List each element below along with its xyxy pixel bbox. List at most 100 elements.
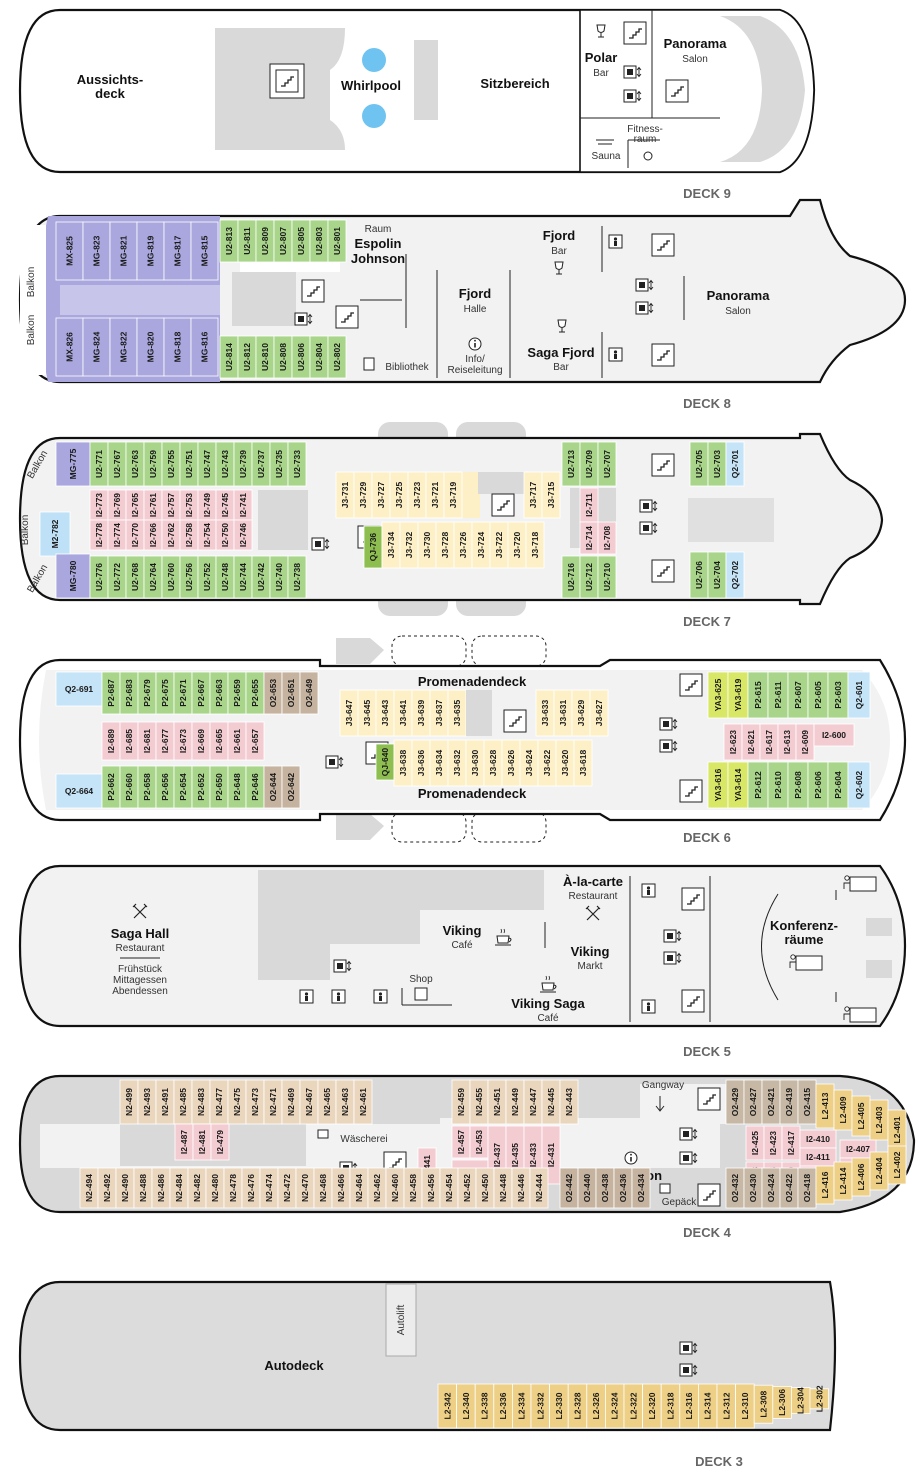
cabin[interactable]: U2-759 [143,441,163,487]
cabin[interactable]: U2-707 [597,441,617,487]
cabin[interactable]: N2-455 [469,1079,489,1125]
cabin[interactable]: L2-308 [753,1384,774,1424]
cabin[interactable]: O2-642 [281,765,301,809]
cabin[interactable]: P2-659 [227,671,247,715]
cabin[interactable]: N2-451 [487,1079,507,1125]
cabin[interactable]: J3-624 [519,739,539,787]
cabin[interactable]: L2-409 [833,1089,853,1131]
cabin[interactable]: P2-655 [245,671,265,715]
cabin[interactable]: P2-612 [747,761,769,809]
cabin[interactable]: O2-429 [725,1079,745,1125]
cabin[interactable]: I2-481 [192,1123,212,1161]
suite[interactable]: MG-819 [136,221,165,281]
cabin[interactable]: J3-727 [371,471,391,519]
cabin[interactable]: N2-494 [79,1167,99,1209]
cabin[interactable]: O2-644 [263,765,283,809]
cabin[interactable]: P2-648 [227,765,247,809]
cabin[interactable]: L2-413 [815,1083,835,1129]
cabin[interactable]: U2-706 [689,551,709,599]
cabin[interactable]: P2-660 [119,765,139,809]
cabin[interactable]: J3-638 [393,739,413,787]
cabin[interactable]: U2-801 [327,219,347,263]
cabin[interactable]: U2-712 [579,555,599,599]
cabin[interactable]: N2-449 [505,1079,525,1125]
cabin[interactable]: I2-410 [799,1129,837,1149]
cabin[interactable]: J3-632 [447,739,467,787]
cabin[interactable]: L2-306 [772,1386,792,1419]
cabin[interactable]: U2-740 [269,555,289,599]
cabin[interactable]: J3-730 [417,521,437,569]
cabin[interactable]: I2-741 [233,489,253,521]
cabin[interactable]: O2-427 [743,1079,763,1125]
cabin[interactable]: YA3-614 [727,761,749,809]
cabin[interactable]: U2-812 [237,335,257,379]
cabin[interactable]: N2-474 [259,1167,279,1209]
cabin[interactable]: N2-472 [277,1167,297,1209]
cabin[interactable]: O2-424 [761,1167,781,1209]
cabin[interactable]: L2-416 [815,1165,835,1205]
suite[interactable]: MG-815 [190,221,219,281]
cabin[interactable]: U2-747 [197,441,217,487]
cabin[interactable]: N2-445 [541,1079,561,1125]
cabin[interactable]: L2-328 [567,1383,588,1429]
cabin[interactable]: U2-802 [327,335,347,379]
cabin[interactable]: Q2-664 [55,773,103,809]
cabin[interactable]: P2-607 [787,671,809,719]
cabin[interactable]: N2-464 [349,1167,369,1209]
cabin[interactable]: O2-438 [595,1167,615,1209]
cabin[interactable]: U2-760 [161,555,181,599]
cabin[interactable]: P2-652 [191,765,211,809]
cabin[interactable]: J3-729 [353,471,373,519]
cabin[interactable]: U2-814 [219,335,239,379]
suite[interactable]: MX-825 [55,221,84,281]
cabin[interactable]: J3-734 [381,521,401,569]
cabin[interactable]: P2-656 [155,765,175,809]
cabin[interactable]: N2-488 [133,1167,153,1209]
cabin[interactable]: N2-456 [421,1167,441,1209]
cabin[interactable]: P2-615 [747,671,769,719]
cabin[interactable]: U2-764 [143,555,163,599]
cabin[interactable]: I2-425 [745,1125,765,1161]
cabin[interactable]: J3-628 [483,739,503,787]
cabin[interactable]: I2-757 [161,489,181,521]
cabin[interactable]: N2-459 [451,1079,471,1125]
cabin[interactable]: I2-765 [125,489,145,521]
cabin[interactable]: N2-448 [493,1167,513,1209]
cabin[interactable]: U2-733 [287,441,307,487]
cabin[interactable]: I2-417 [781,1125,801,1161]
cabin[interactable]: U2-743 [215,441,235,487]
cabin[interactable]: O2-434 [631,1167,651,1209]
suite[interactable]: MG-823 [82,221,111,281]
cabin[interactable]: P2-662 [101,765,121,809]
cabin[interactable]: N2-476 [241,1167,261,1209]
cabin[interactable]: P2-610 [767,761,789,809]
cabin[interactable]: I2-708 [597,521,617,555]
cabin[interactable]: J3-722 [489,521,509,569]
cabin[interactable]: N2-462 [367,1167,387,1209]
cabin[interactable]: I2-657 [245,721,265,761]
cabin[interactable]: U2-751 [179,441,199,487]
cabin[interactable]: U2-809 [255,219,275,263]
cabin[interactable]: I2-411 [799,1147,837,1167]
cabin[interactable]: N2-468 [313,1167,333,1209]
cabin[interactable]: U2-771 [89,441,109,487]
cabin[interactable]: U2-803 [309,219,329,263]
cabin[interactable]: YA3-616 [707,761,729,809]
cabin[interactable]: J3-631 [553,689,573,737]
cabin[interactable]: I2-423 [763,1125,783,1161]
cabin[interactable]: J3-724 [471,521,491,569]
cabin[interactable]: I2-711 [579,487,599,523]
cabin[interactable]: U2-713 [561,441,581,487]
suite[interactable]: MG-818 [163,317,192,377]
cabin[interactable]: I2-479 [210,1123,230,1161]
cabin[interactable]: I2-600 [813,723,855,747]
cabin[interactable]: J3-641 [393,689,413,737]
cabin[interactable]: J3-622 [537,739,557,787]
cabin[interactable]: L2-414 [833,1161,853,1201]
cabin[interactable]: N2-469 [281,1079,301,1125]
cabin[interactable]: U2-748 [215,555,235,599]
cabin[interactable]: L2-406 [851,1157,871,1197]
cabin[interactable]: P2-687 [101,671,121,715]
cabin[interactable]: J3-647 [339,689,359,737]
cabin[interactable]: I2-453 [469,1125,489,1159]
